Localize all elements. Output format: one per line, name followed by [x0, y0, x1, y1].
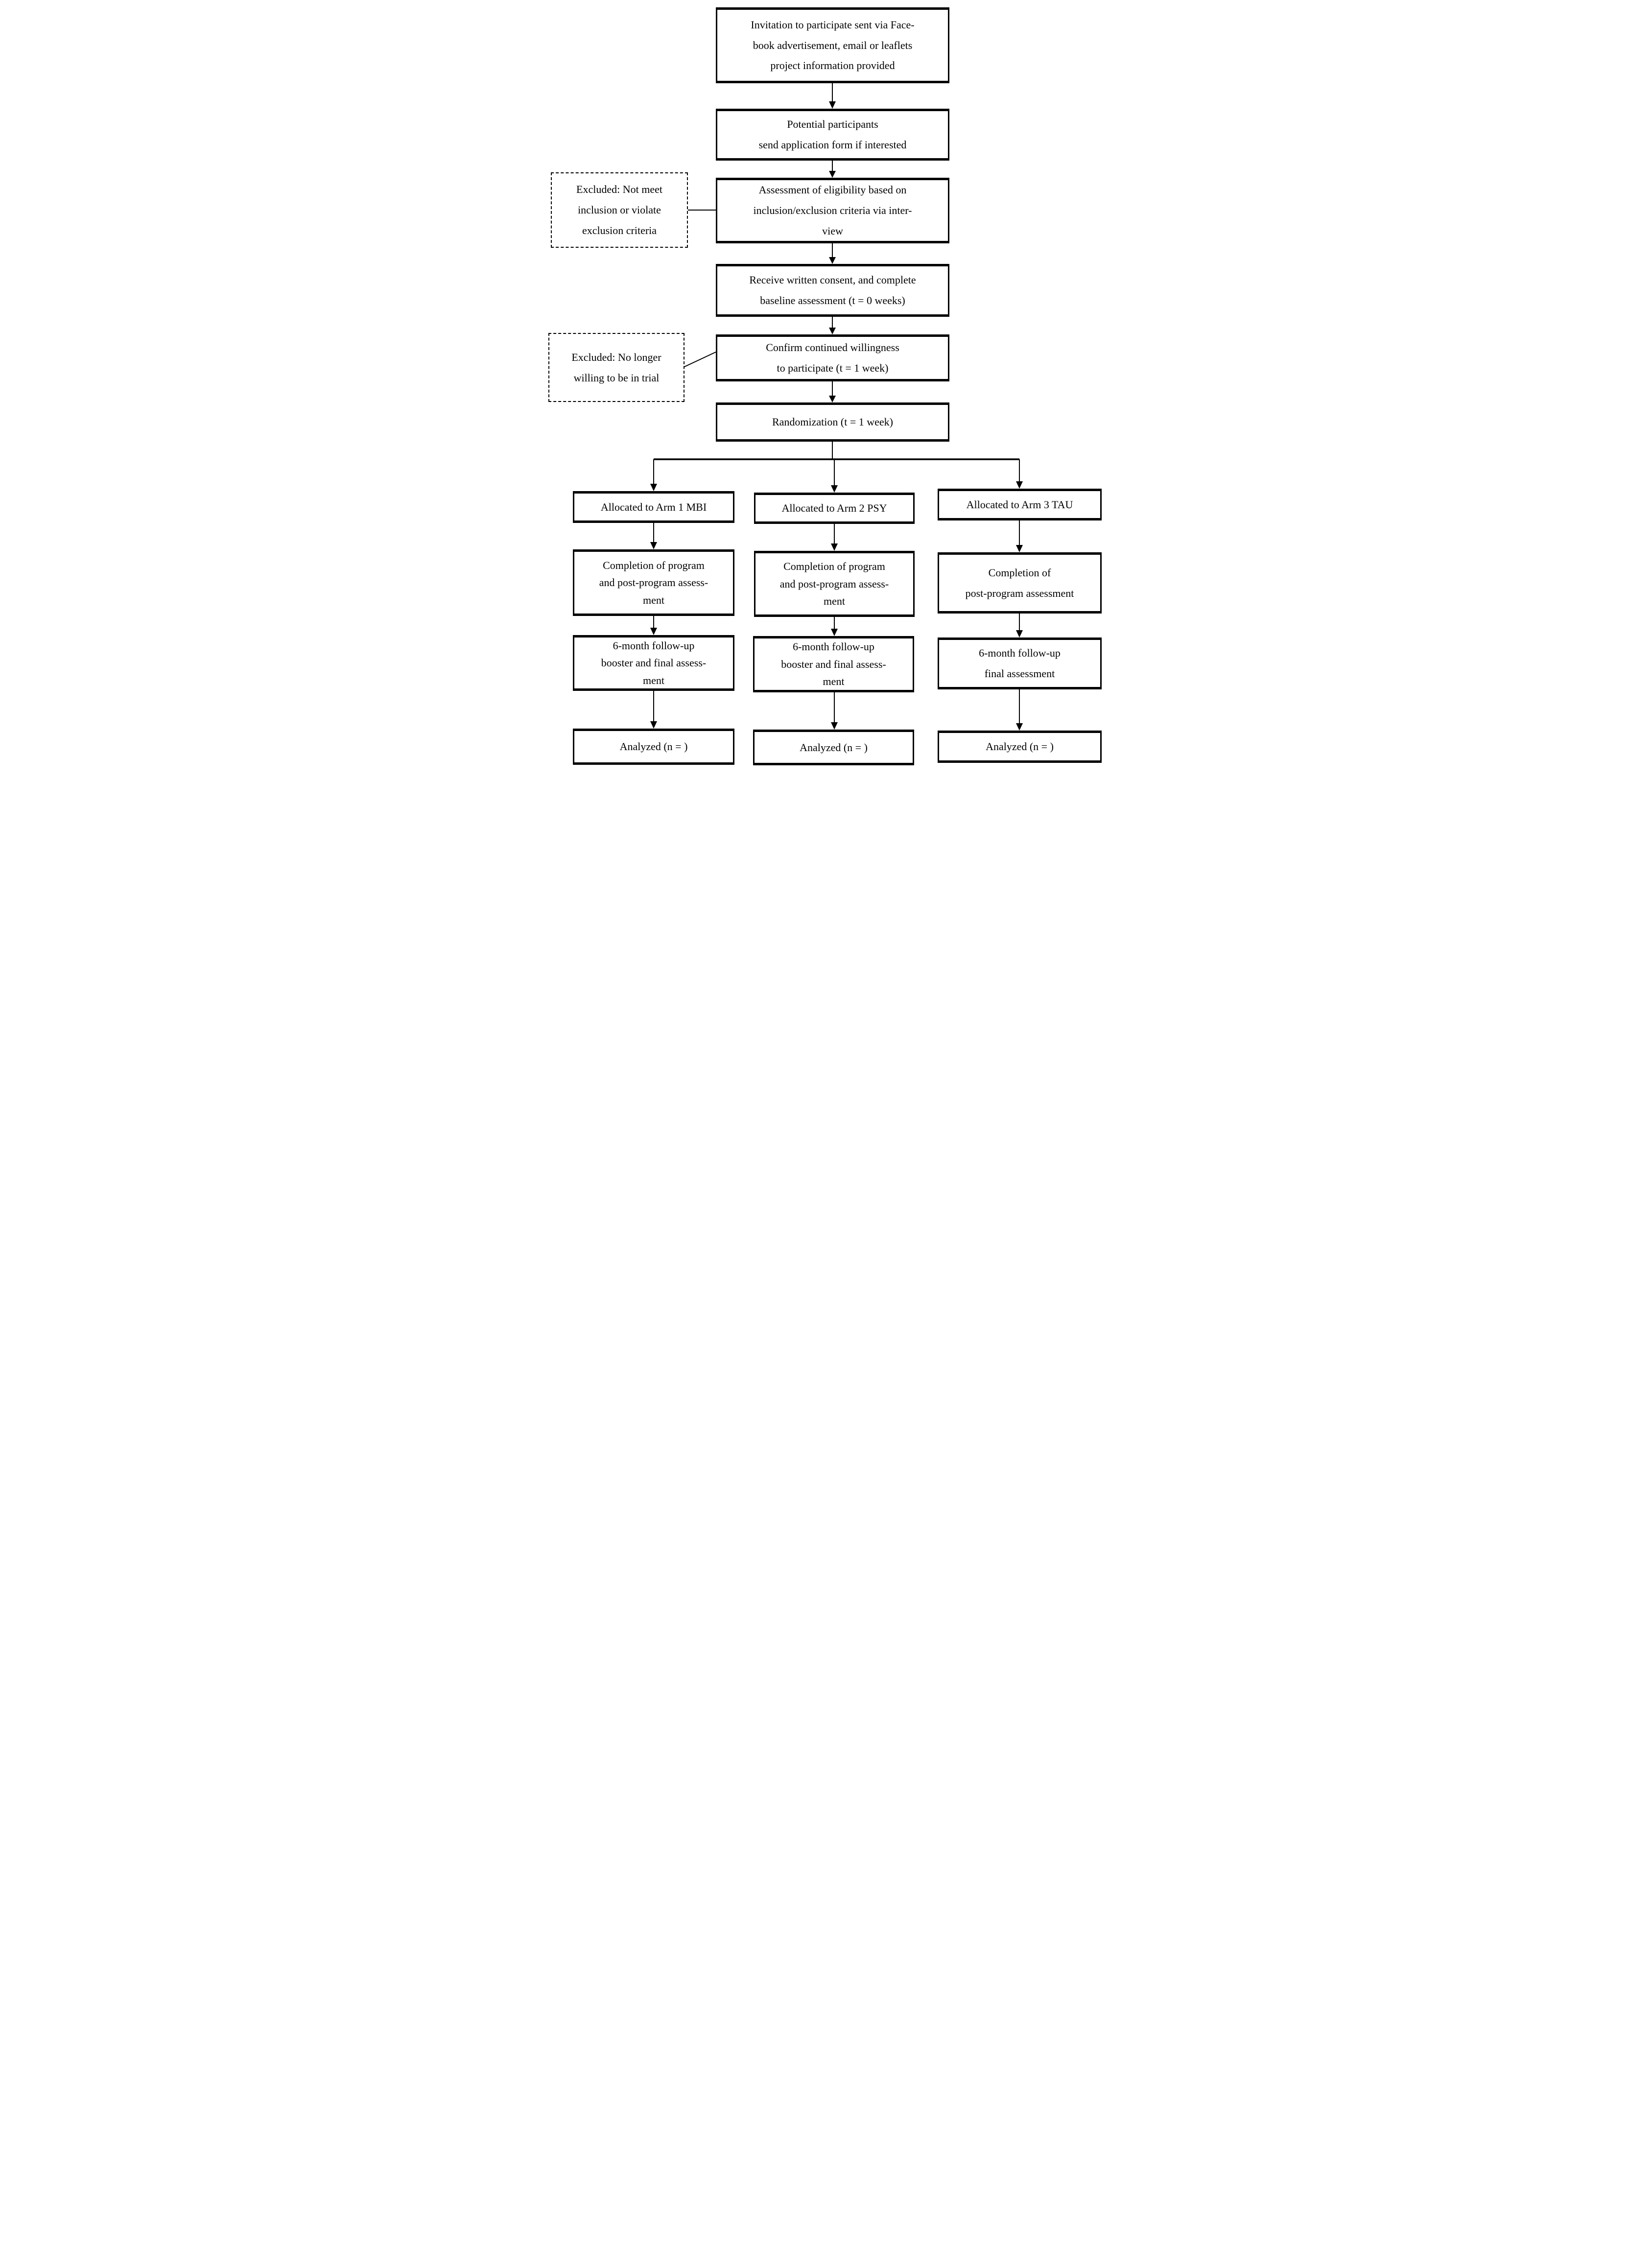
text-line: Analyzed (n = ) [986, 740, 1054, 753]
text-line: booster and final assess- [601, 657, 707, 669]
arrow-down-icon [831, 722, 838, 730]
text-line: view [822, 224, 843, 237]
arrow-down-icon [829, 396, 836, 402]
text-line: Invitation to participate sent via Face- [751, 18, 915, 31]
text-line: Assessment of eligibility based on [758, 184, 907, 196]
flowchart-canvas: Invitation to participate sent via Face-… [543, 0, 1109, 767]
text-line: Completion of program [783, 560, 885, 573]
text-line: willing to be in trial [573, 371, 660, 384]
text-line: ment [824, 595, 845, 608]
text-line: Potential participants [787, 118, 878, 131]
text-line: Allocated to Arm 2 PSY [781, 502, 887, 515]
text-line: ment [643, 674, 664, 686]
flow-box-arm3-allocated: Allocated to Arm 3 TAU [938, 489, 1102, 520]
text-line: Excluded: Not meet [576, 183, 662, 196]
flow-box-arm3-analyzed: Analyzed (n = ) [938, 731, 1102, 763]
flow-box-arm3-followup: 6-month follow-up final assessment [938, 637, 1102, 689]
flow-box-arm1-allocated: Allocated to Arm 1 MBI [573, 491, 734, 523]
arrow-down-icon [829, 328, 836, 334]
arrow-down-icon [831, 543, 838, 551]
arrow-down-icon [831, 629, 838, 636]
text-line: inclusion or violate [578, 204, 661, 216]
text-line: and post-program assess- [779, 577, 889, 590]
text-line: ment [823, 675, 845, 688]
text-line: send application form if interested [758, 139, 907, 151]
flow-box-assessment-eligibility: Assessment of eligibility based on inclus… [716, 178, 949, 243]
text-line: Allocated to Arm 3 TAU [966, 498, 1073, 511]
text-line: 6-month follow-up [793, 640, 874, 653]
flow-box-arm2-completion: Completion of program and post-program as… [754, 551, 915, 617]
text-line: post-program assessment [965, 587, 1074, 599]
text-line: Analyzed (n = ) [800, 741, 868, 754]
arrow-down-icon [829, 171, 836, 178]
text-line: booster and final assess- [781, 658, 886, 670]
flow-box-arm1-analyzed: Analyzed (n = ) [573, 729, 734, 765]
text-line: 6-month follow-up [613, 639, 695, 652]
text-line: Confirm continued willingness [766, 341, 899, 354]
text-line: to participate (t = 1 week) [777, 362, 889, 374]
text-line: baseline assessment (t = 0 weeks) [760, 294, 905, 307]
arrow-down-icon [1016, 481, 1023, 489]
arrow-down-icon [1016, 630, 1023, 637]
text-line: inclusion/exclusion criteria via inter- [753, 204, 912, 217]
text-line: 6-month follow-up [979, 647, 1061, 660]
arrow-down-icon [650, 721, 657, 729]
text-line: Completion of program [603, 559, 705, 571]
flow-box-arm2-allocated: Allocated to Arm 2 PSY [754, 493, 915, 524]
flow-box-arm1-followup: 6-month follow-up booster and final asses… [573, 635, 734, 691]
flow-box-arm2-followup: 6-month follow-up booster and final asses… [753, 636, 914, 692]
text-line: ment [643, 593, 664, 606]
text-line: Allocated to Arm 1 MBI [600, 500, 707, 513]
arrow-down-icon [829, 101, 836, 109]
arrow-down-icon [650, 628, 657, 635]
text-line: Receive written consent, and complete [749, 274, 916, 286]
text-line: book advertisement, email or leaflets [753, 39, 913, 51]
arrow-down-icon [831, 485, 838, 493]
text-line: Randomization (t = 1 week) [772, 416, 893, 428]
flow-box-arm3-completion: Completion of post-program assessment [938, 552, 1102, 614]
flow-box-potential-participants: Potential participants send application f… [716, 109, 949, 161]
connector-excluded-willingness [684, 352, 716, 367]
flow-box-randomization: Randomization (t = 1 week) [716, 402, 949, 442]
connector-layer [650, 83, 1023, 731]
text-line: Analyzed (n = ) [619, 740, 688, 753]
arrow-down-icon [1016, 723, 1023, 731]
flow-box-excluded-willingness: Excluded: No longer willing to be in tria… [548, 333, 684, 402]
text-line: and post-program assess- [599, 576, 708, 589]
flow-box-arm1-completion: Completion of program and post-program as… [573, 549, 734, 616]
arrow-down-icon [829, 257, 836, 264]
text-line: Completion of [988, 566, 1051, 579]
text-line: exclusion criteria [582, 224, 657, 236]
arrow-down-icon [650, 484, 657, 491]
flow-box-confirm-willingness: Confirm continued willingness to particip… [716, 334, 949, 381]
flow-box-written-consent: Receive written consent, and complete bas… [716, 264, 949, 317]
arrow-down-icon [650, 542, 657, 549]
arrow-down-icon [1016, 545, 1023, 552]
flow-box-excluded-eligibility: Excluded: Not meet inclusion or violate ex… [551, 172, 688, 248]
text-line: final assessment [984, 667, 1055, 680]
text-line: project information provided [770, 59, 895, 72]
text-line: Excluded: No longer [571, 351, 661, 363]
flow-box-arm2-analyzed: Analyzed (n = ) [753, 730, 914, 765]
flow-box-invitation: Invitation to participate sent via Face-… [716, 7, 949, 83]
